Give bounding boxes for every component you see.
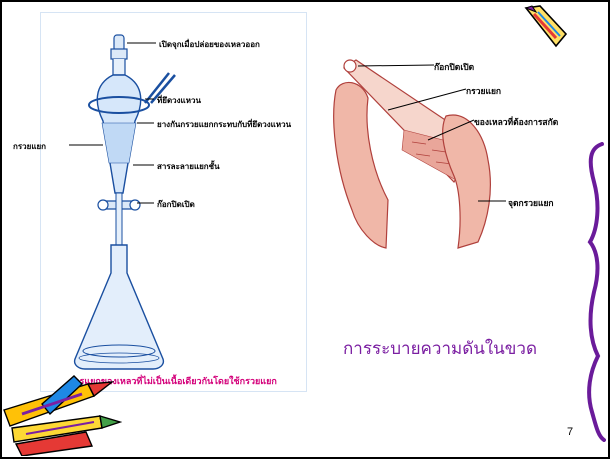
label-ring-support: ที่ยึดวงแหวน (157, 94, 201, 107)
label-hand-liquid: ของเหลวที่ต้องการสกัด (474, 115, 558, 129)
label-stopcock: ก๊อกปิดเปิด (157, 198, 195, 211)
label-funnel: กรวยแยก (13, 140, 46, 153)
label-layers: สารละลายแยกชั้น (157, 160, 220, 173)
label-stopper: เปิดจุกเมื่อปล่อยของเหลวออก (159, 38, 260, 51)
label-hand-hold: จุดกรวยแยก (508, 196, 554, 210)
label-hand-funnel: กรวยแยก (466, 84, 501, 98)
brace-icon (584, 142, 606, 442)
label-hand-stopcock: ก๊อกปิดเปิด (434, 60, 474, 74)
label-rubber-guard: ยางกันกรวยแยกกระทบกับที่ยึดวงแหวน (157, 118, 291, 131)
slide-title: การระบายความดันในขวด (343, 335, 537, 362)
crayons-icon (2, 370, 122, 456)
funnel-diagram-panel: เปิดจุกเมื่อปล่อยของเหลวออก ที่ยึดวงแหวน… (40, 12, 307, 392)
hands-venting-illustration (328, 50, 506, 250)
crayon-icon (522, 4, 568, 48)
page-number: 7 (567, 426, 573, 438)
